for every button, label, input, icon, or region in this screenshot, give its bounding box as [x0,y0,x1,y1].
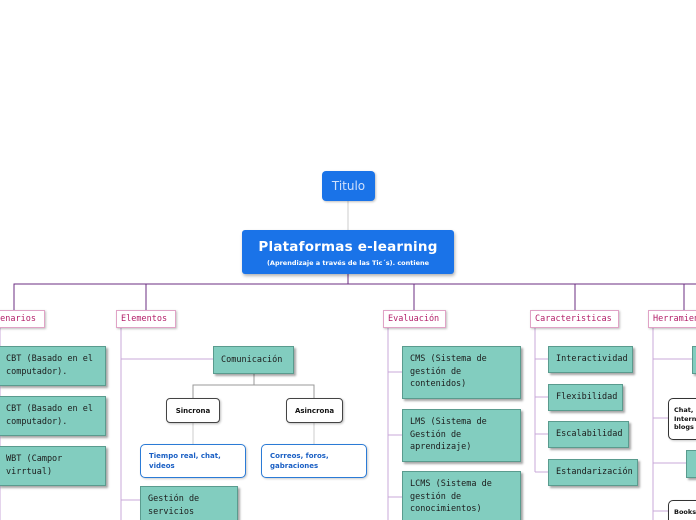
escenario-item[interactable]: CBT (Basado en el computador). [0,396,106,436]
escenario-item[interactable]: WBT (Campor virrtual) [0,446,106,486]
caracteristica-item[interactable]: Interactividad [548,346,633,373]
evaluacion-item-cms[interactable]: CMS (Sistema de gestión de contenidos) [402,346,521,399]
gestion-servicios-node[interactable]: Gestión de servicios [140,486,238,520]
herramienta-books-node[interactable]: Books [668,500,696,520]
caracteristica-item[interactable]: Escalabilidad [548,421,629,448]
caracteristica-item[interactable]: Flexibilidad [548,384,623,411]
herramienta-item[interactable] [686,450,696,478]
root-subtitle: (Aprendizaje a través de las Tic´s). con… [266,259,430,267]
comunicacion-node[interactable]: Comunicación [213,346,294,374]
asincrona-node[interactable]: Asincrona [286,398,343,423]
asincrona-detail[interactable]: Correos, foros, gabraciones [261,444,367,478]
herramienta-chat-node[interactable]: Chat, Internet, blogs [668,398,696,440]
category-evaluacion[interactable]: Evaluación [383,310,446,328]
sincrona-detail[interactable]: Tiempo real, chat, videos [140,444,246,478]
herramienta-item[interactable] [692,346,696,374]
sincrona-node[interactable]: Sincrona [166,398,220,423]
root-title: Plataformas e-learning [258,239,438,255]
category-escenarios[interactable]: Escenarios [0,310,45,328]
category-caracteristicas[interactable]: Caracteristicas [530,310,619,328]
evaluacion-item-lcms[interactable]: LCMS (Sistema de gestión de conocimiento… [402,471,521,520]
title-node[interactable]: Titulo [322,171,375,201]
category-herramientas[interactable]: Herramientas [648,310,696,328]
root-node[interactable]: Plataformas e-learning (Aprendizaje a tr… [242,230,454,274]
escenario-item[interactable]: CBT (Basado en el computador). [0,346,106,386]
category-elementos[interactable]: Elementos [116,310,176,328]
caracteristica-item[interactable]: Estandarización [548,459,638,486]
evaluacion-item-lms[interactable]: LMS (Sistema de Gestión de aprendizaje) [402,409,521,462]
